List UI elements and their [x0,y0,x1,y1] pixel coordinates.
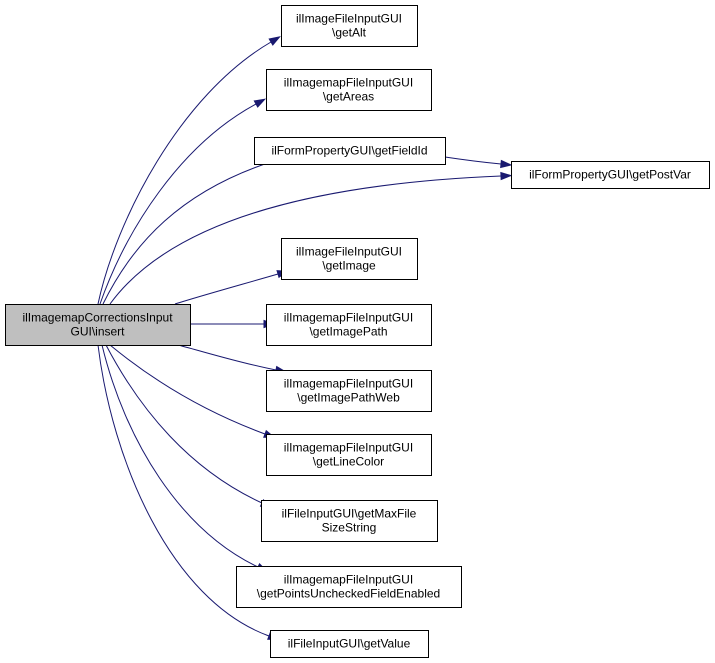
node-getFieldId[interactable]: ilFormPropertyGUI\getFieldId [254,137,446,165]
edge-line [102,159,278,305]
node-label-line: ilImageFileInputGUI [296,12,402,26]
node-label-line: ilImagemapFileInputGUI [284,377,413,391]
edge-line [99,103,257,305]
edge-line [101,344,259,568]
node-label-line: \getAlt [332,26,367,40]
node-label-line: \getAreas [323,90,374,104]
edge-getFieldId-to-getPostVar [444,156,513,169]
node-box [266,69,432,111]
edge-root-to-getFieldId [102,156,288,305]
node-getImagePath[interactable]: ilImagemapFileInputGUI\getImagePath [266,304,432,346]
edge-line [97,41,272,305]
node-box [254,137,446,165]
edge-line [177,344,277,371]
edge-root-to-getImagePath [190,319,276,329]
node-label-line: \getLineColor [313,455,384,469]
nodes: ilImagemapCorrectionsInputGUI\insertilIm… [5,5,710,658]
node-label-line: ilFormPropertyGUI\getPostVar [529,168,691,182]
node-box [266,304,432,346]
node-getPostVar[interactable]: ilFormPropertyGUI\getPostVar [511,161,710,189]
node-getAreas[interactable]: ilImagemapFileInputGUI\getAreas [266,69,432,111]
edge-line [97,344,270,637]
edge-line [105,344,263,504]
edge-root-to-getMaxFileSizeString [105,344,273,508]
edge-root-to-getImage [174,270,290,305]
node-box [281,5,418,47]
node-label-line: \getPointsUncheckedFieldEnabled [257,587,440,601]
node-label-line: \getImage [322,259,376,273]
node-box [236,566,462,608]
node-getValue[interactable]: ilFileInputGUI\getValue [270,630,429,658]
node-label-line: ilImagemapFileInputGUI [284,76,413,90]
node-label-line: ilImagemapCorrectionsInput [22,311,173,325]
node-label-line: ilFormPropertyGUI\getFieldId [271,144,427,158]
node-label-line: \getImagePathWeb [297,391,400,405]
node-box [266,434,432,476]
arrow-head-icon [268,36,281,46]
edge-root-to-getLineColor [109,344,276,439]
arrow-head-icon [500,159,513,169]
edge-root-to-getAlt [97,36,281,305]
edge-root-to-getAreas [99,98,267,305]
node-label-line: ilImageFileInputGUI [296,245,402,259]
edge-line [174,273,279,305]
node-box [266,370,432,412]
node-label-line: \getImagePath [309,325,387,339]
node-label-line: ilFileInputGUI\getValue [288,637,411,651]
node-getLineColor[interactable]: ilImagemapFileInputGUI\getLineColor [266,434,432,476]
edge-root-to-getPointsUncheckedFieldEnabled [101,344,269,573]
edge-line [109,344,266,435]
arrow-head-icon [253,98,267,108]
edge-root-to-getPostVar [109,171,513,305]
node-getAlt[interactable]: ilImageFileInputGUI\getAlt [281,5,418,47]
node-label-line: SizeString [322,521,377,535]
node-box [270,630,429,658]
node-getPointsUncheckedFieldEnabled[interactable]: ilImagemapFileInputGUI\getPointsUnchecke… [236,566,462,608]
edge-root-to-getImagePathWeb [177,344,288,375]
edge-line [444,156,502,165]
node-box [261,500,438,542]
node-label-line: ilImagemapFileInputGUI [284,311,413,325]
node-box [281,238,418,280]
node-box [511,161,710,189]
arrow-head-icon [500,171,513,181]
node-getImage[interactable]: ilImageFileInputGUI\getImage [281,238,418,280]
node-label-line: ilImagemapFileInputGUI [284,441,413,455]
edges [97,36,513,641]
node-label-line: ilImagemapFileInputGUI [284,573,413,587]
node-label-line: GUI\insert [70,325,125,339]
node-getImagePathWeb[interactable]: ilImagemapFileInputGUI\getImagePathWeb [266,370,432,412]
edge-line [109,175,502,305]
node-box [5,304,191,346]
node-label-line: ilFileInputGUI\getMaxFile [282,507,417,521]
